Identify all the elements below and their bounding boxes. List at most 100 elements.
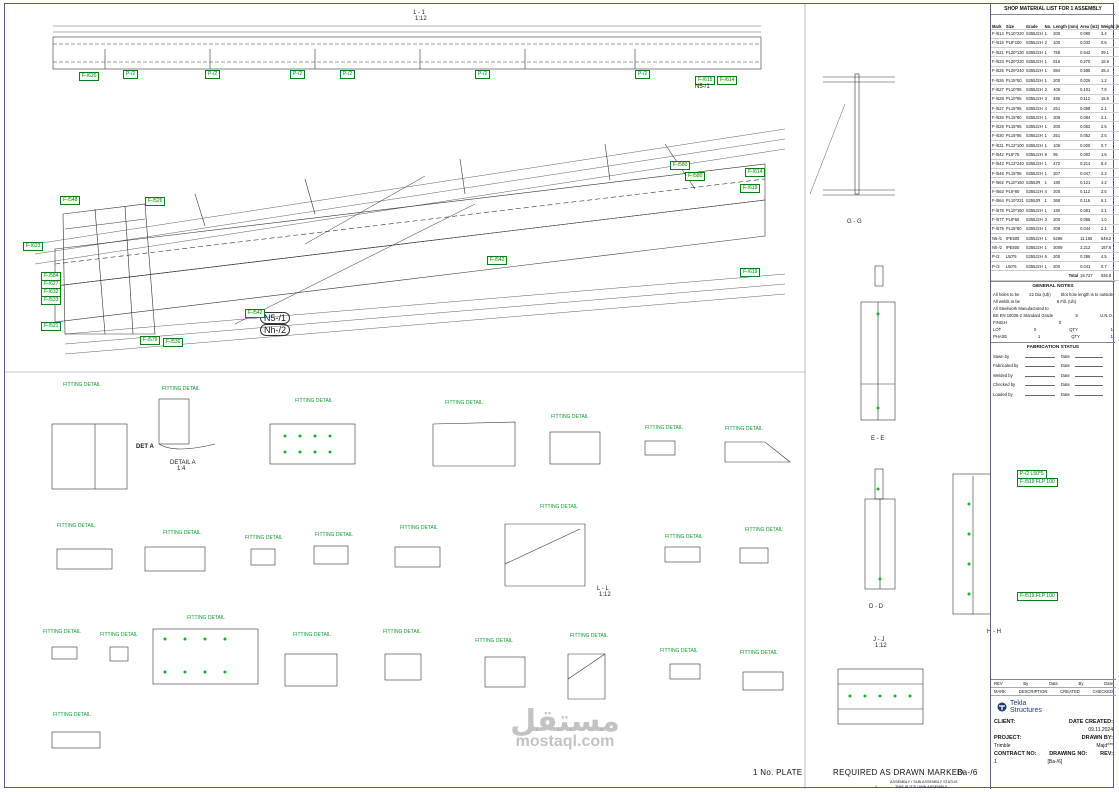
material-cell: 3	[1043, 214, 1053, 225]
date-field[interactable]	[1075, 390, 1103, 396]
material-cell: 0.116	[1079, 196, 1100, 207]
fitting-detail-title: FITTING DETAIL	[740, 650, 778, 656]
part-tag[interactable]: P-/2	[205, 70, 221, 79]
title-block: REV By Date By Date MARK DESCRIPTION CRE…	[991, 679, 1116, 789]
material-cell: 1.0	[1099, 214, 1119, 225]
part-tag[interactable]: F-/615	[695, 76, 716, 85]
notes-welds-value: 6 Fill. (Ub)	[1056, 298, 1077, 304]
material-cell: 0.052	[1079, 131, 1100, 142]
signature-field[interactable]	[1025, 352, 1055, 358]
material-cell: 2.1	[1099, 112, 1119, 123]
part-tag[interactable]: P-/2	[340, 70, 356, 79]
qty2-value: 1	[1110, 333, 1113, 339]
fitting-detail-title: FITTING DETAIL	[315, 532, 353, 538]
material-list-table: Mark Size Grade No. Length (mm) Area (m2…	[991, 15, 1119, 281]
drawing-area[interactable]: 1 - 1 1:12 G - G E - E D - D H - H J - J…	[5, 4, 1058, 789]
material-cell: PL8*60	[1004, 214, 1025, 225]
part-tag[interactable]: F-/548	[60, 196, 81, 205]
lot-value: 0	[1034, 326, 1037, 332]
material-cell: 1	[1043, 140, 1053, 151]
material-list-title: SHOP MATERIAL LIST FOR 1 ASSEMBLY	[991, 4, 1115, 15]
material-cell: 200	[1052, 187, 1080, 197]
part-tag[interactable]: F-/623	[23, 242, 44, 251]
project-row: PROJECT:DRAWN BY:	[991, 734, 1116, 742]
part-tag[interactable]: P-/2	[475, 70, 491, 79]
part-tag[interactable]: P-/2	[635, 70, 651, 79]
assembly-mark-main[interactable]: N5-/1	[260, 312, 291, 324]
material-cell: 100	[1052, 38, 1080, 49]
part-tag[interactable]: F-/614	[717, 76, 738, 85]
material-cell: F-/564	[991, 196, 1005, 207]
material-cell: PL15*95	[1004, 131, 1025, 142]
part-tag[interactable]: F-/619	[740, 184, 761, 193]
by-header-2: By	[1078, 681, 1084, 686]
assembly-mark-secondary[interactable]: Nh-/2	[260, 324, 291, 336]
main-view-title: 1 - 1	[413, 10, 426, 16]
material-cell: 1	[1043, 233, 1053, 244]
date-field[interactable]	[1075, 352, 1103, 358]
part-tag[interactable]: F-/533	[41, 296, 62, 305]
signature-field[interactable]	[1025, 361, 1055, 368]
part-tag[interactable]: F-/619	[740, 268, 761, 277]
drawing-geometry	[5, 4, 990, 789]
part-tag[interactable]: F-/526	[145, 197, 166, 206]
part-tag[interactable]: F-/542	[487, 256, 508, 265]
part-tag[interactable]: F-/580	[685, 172, 706, 181]
part-tag[interactable]: F-/620	[79, 72, 100, 81]
material-cell: 200	[1052, 261, 1080, 272]
tekla-wordmark: Tekla Structures	[1010, 700, 1042, 714]
part-tag[interactable]: F-/580	[670, 161, 691, 170]
date-field[interactable]	[1075, 371, 1103, 377]
signature-field[interactable]	[1025, 390, 1055, 396]
section-callout[interactable]: F-/519 FLP 100	[1017, 478, 1058, 487]
signature-field[interactable]	[1025, 380, 1055, 387]
section-g-label: G - G	[847, 219, 862, 225]
part-tag[interactable]: F-/579	[140, 336, 161, 345]
part-tag[interactable]: F-/542	[245, 309, 266, 318]
material-cell: PL10*95	[1004, 84, 1025, 95]
date-field[interactable]	[1075, 361, 1103, 368]
part-tag[interactable]: F-/521	[41, 322, 62, 331]
part-tag[interactable]: P-/2	[123, 70, 139, 79]
section-callout[interactable]: F-/519 FLP 100	[1017, 592, 1058, 601]
part-tag[interactable]: F-/530	[163, 338, 184, 347]
project-label: PROJECT:	[994, 735, 1022, 741]
fitting-detail-title: FITTING DETAIL	[57, 523, 95, 529]
fitting-detail-title: FITTING DETAIL	[725, 426, 763, 432]
date-field[interactable]	[1075, 380, 1103, 387]
part-tag[interactable]: F-/614	[745, 168, 766, 177]
material-cell: F-/579	[991, 224, 1005, 235]
contract-label: CONTRACT NO:	[994, 751, 1037, 757]
notes-holes-value: 22 Dia (Ub)	[1029, 291, 1051, 297]
part-tag[interactable]: P-/2	[290, 70, 306, 79]
detail-a-scale: 1:4	[177, 466, 186, 472]
signature-field[interactable]	[1025, 371, 1055, 377]
material-cell: PL15*80	[1004, 112, 1025, 123]
